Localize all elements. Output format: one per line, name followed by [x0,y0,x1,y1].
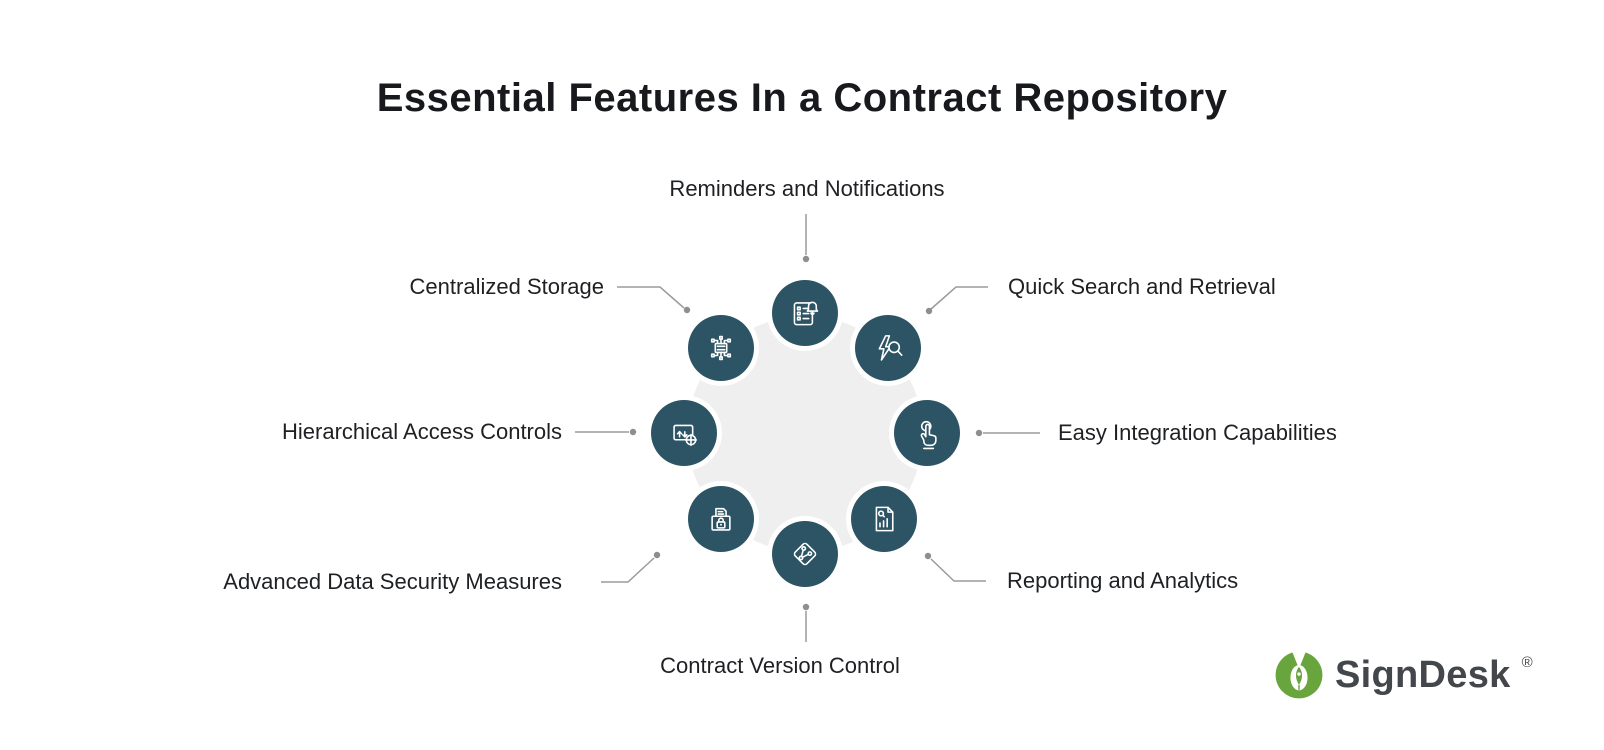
feature-circle-reminders [772,280,838,346]
feature-label-contract-version: Contract Version Control [660,653,900,678]
page-title: Essential Features In a Contract Reposit… [376,76,1228,120]
central-hub-icon [710,335,732,361]
tap-gesture-icon [920,420,937,450]
connector-hierarchical-access [575,428,637,436]
connector-reminders [802,214,810,263]
document-analytics-icon [875,506,894,532]
feature-label-quick-search: Quick Search and Retrieval [1008,274,1276,299]
connector-contract-version [802,603,810,642]
feature-label-centralized-storage: Centralized Storage [409,274,604,299]
connector-centralized-storage [617,286,691,314]
feature-circle-advanced-security [688,486,754,552]
folder-lock-icon [711,507,731,531]
access-control-box-icon [673,424,698,447]
feature-label-advanced-security: Advanced Data Security Measures [223,569,562,594]
feature-label-reminders: Reminders and Notifications [669,176,945,201]
connector-quick-search [925,286,988,315]
feature-circle-contract-version [772,521,838,587]
feature-label-easy-integration: Easy Integration Capabilities [1058,420,1337,445]
feature-circle-reporting [851,486,917,552]
signdesk-logo-text: SignDesk [1335,653,1511,696]
connector-reporting [924,552,986,582]
feature-circle-centralized-storage [688,315,754,381]
feature-circle-easy-integration [894,400,960,466]
feature-label-reporting: Reporting and Analytics [1007,568,1239,593]
lightning-magnifier-icon [878,335,903,361]
feature-circle-hierarchical-access [651,400,717,466]
signdesk-logo: SignDesk ® [1272,648,1533,702]
connector-easy-integration [975,429,1040,437]
registered-trademark-symbol: ® [1521,653,1533,671]
version-branch-icon [793,542,817,566]
feature-circle-quick-search [855,315,921,381]
connector-advanced-security [601,551,661,583]
feature-label-hierarchical-access: Hierarchical Access Controls [282,419,562,444]
pen-in-hands-icon [1275,650,1323,699]
clipboard-bell-icon [793,301,819,326]
